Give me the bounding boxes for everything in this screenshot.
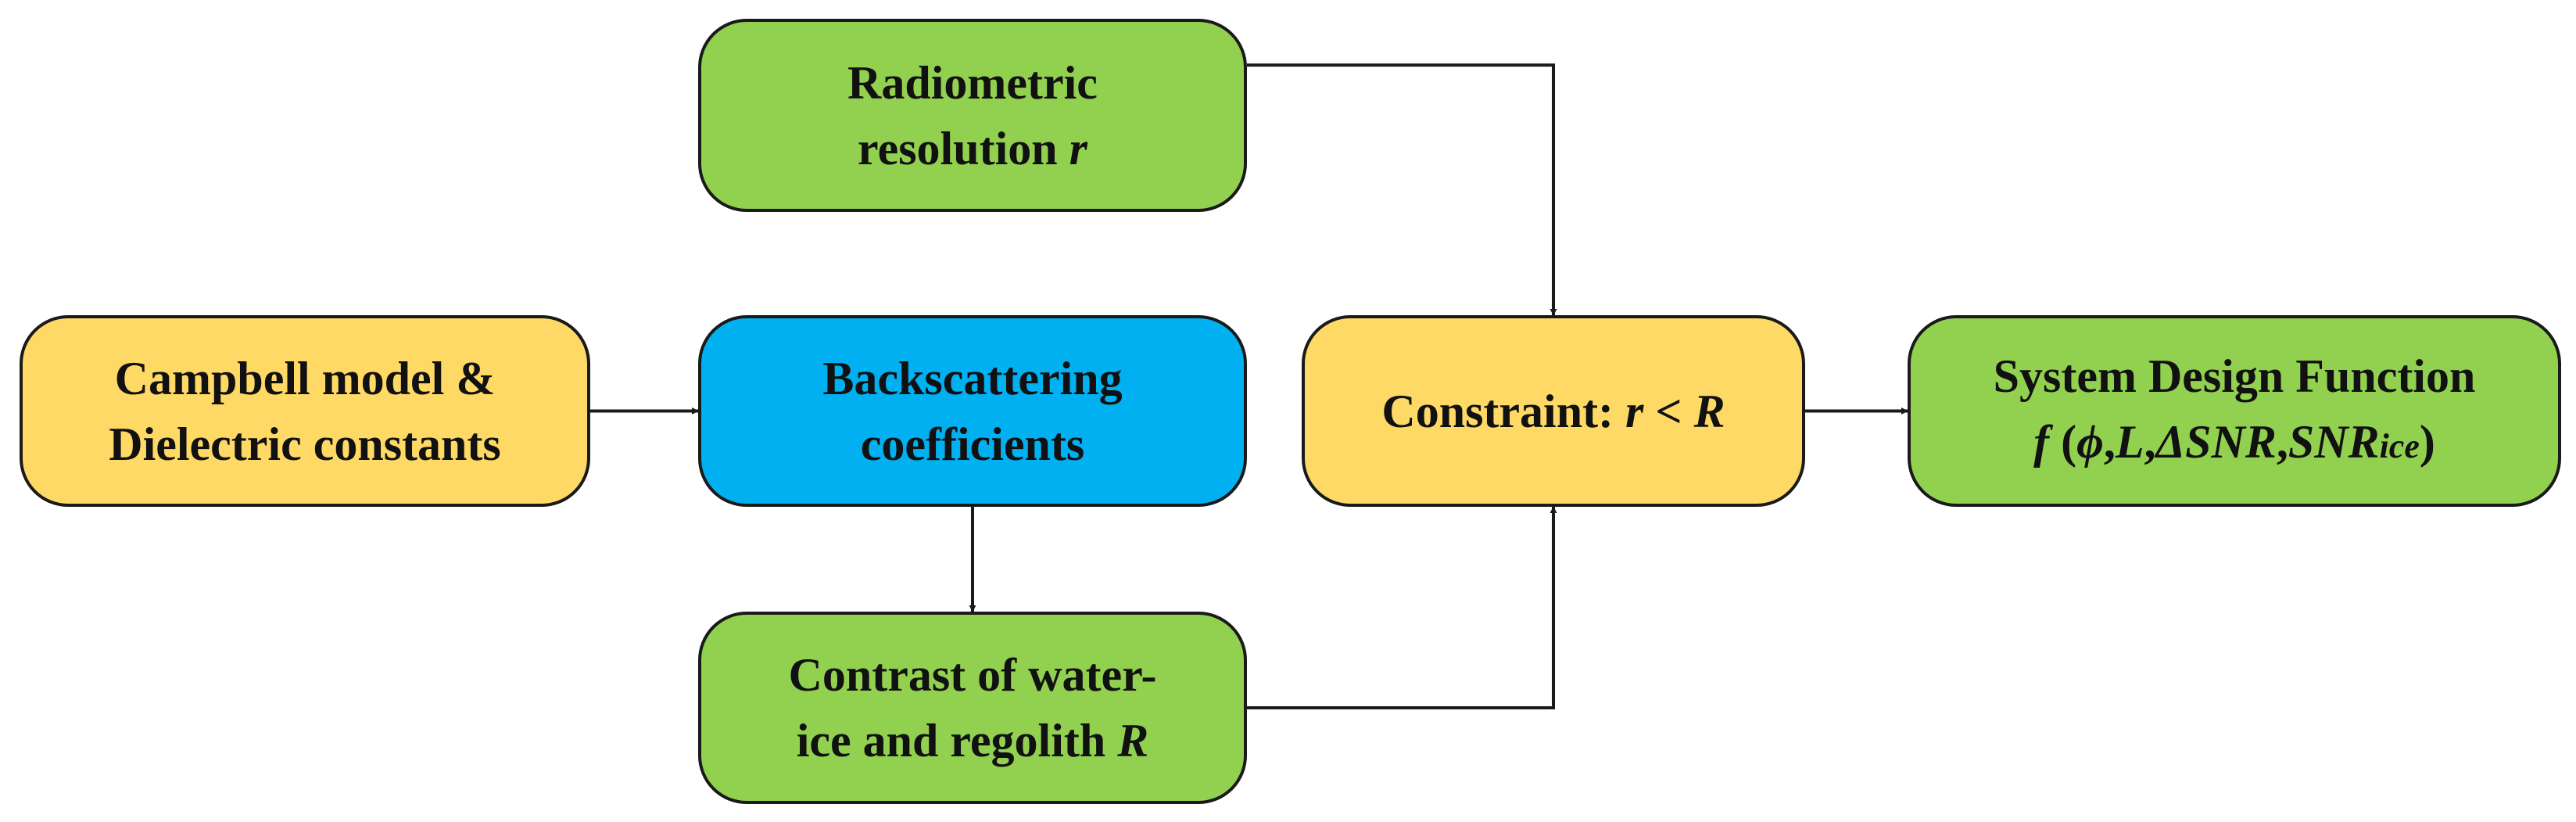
node-contrast-line2: ice and regolith R <box>797 708 1149 774</box>
formula-sep-2: , <box>2144 415 2156 468</box>
formula-open-paren: ( <box>2049 415 2077 468</box>
formula-L: L <box>2115 415 2144 468</box>
node-radiometric-resolution: Radiometric resolution r <box>698 19 1247 212</box>
node-constraint-label: Constraint: <box>1381 385 1626 437</box>
formula-sep-1: , <box>2103 415 2116 468</box>
node-radiometric-line2-text: resolution <box>858 122 1069 174</box>
formula-close-paren: ) <box>2419 415 2435 468</box>
node-campbell-line1: Campbell model & <box>114 352 496 404</box>
node-backscatter-line1: Backscattering <box>822 352 1123 404</box>
edge-radiometric-to-constraint <box>1247 63 1557 316</box>
node-system-design-function: System Design Function f (ϕ,L,ΔSNR,SNRic… <box>1908 315 2561 507</box>
node-system-line1: System Design Function <box>1993 350 2476 402</box>
formula-sep-3: , <box>2276 415 2288 468</box>
constraint-expression: r < R <box>1625 385 1725 437</box>
formula-phi: ϕ <box>2076 415 2104 468</box>
node-contrast: Contrast of water- ice and regolith R <box>698 612 1247 804</box>
formula-delta-snr: ΔSNR <box>2155 415 2277 468</box>
node-contrast-line2-text: ice and regolith <box>796 715 1118 766</box>
node-constraint: Constraint: r < R <box>1302 315 1805 507</box>
variable-R: R <box>1117 715 1149 766</box>
node-constraint-line: Constraint: r < R <box>1381 379 1725 444</box>
formula-snr: SNR <box>2288 415 2380 468</box>
node-radiometric-line1: Radiometric <box>847 56 1098 109</box>
formula-function-f: f <box>2033 415 2050 468</box>
node-backscatter-line2: coefficients <box>860 418 1085 470</box>
formula-snr-subscript: ice <box>2379 426 2420 465</box>
node-radiometric-line2: resolution r <box>858 116 1087 181</box>
edge-contrast-to-constraint <box>1247 506 1557 709</box>
node-system-formula: f (ϕ,L,ΔSNR,SNRice) <box>2033 409 2435 479</box>
node-campbell-model: Campbell model & Dielectric constants <box>20 315 590 507</box>
edge-group <box>590 63 1908 709</box>
node-contrast-line1: Contrast of water- <box>788 649 1157 701</box>
node-backscattering-coefficients: Backscattering coefficients <box>698 315 1247 507</box>
node-campbell-line2: Dielectric constants <box>109 418 501 470</box>
variable-r: r <box>1069 122 1087 174</box>
